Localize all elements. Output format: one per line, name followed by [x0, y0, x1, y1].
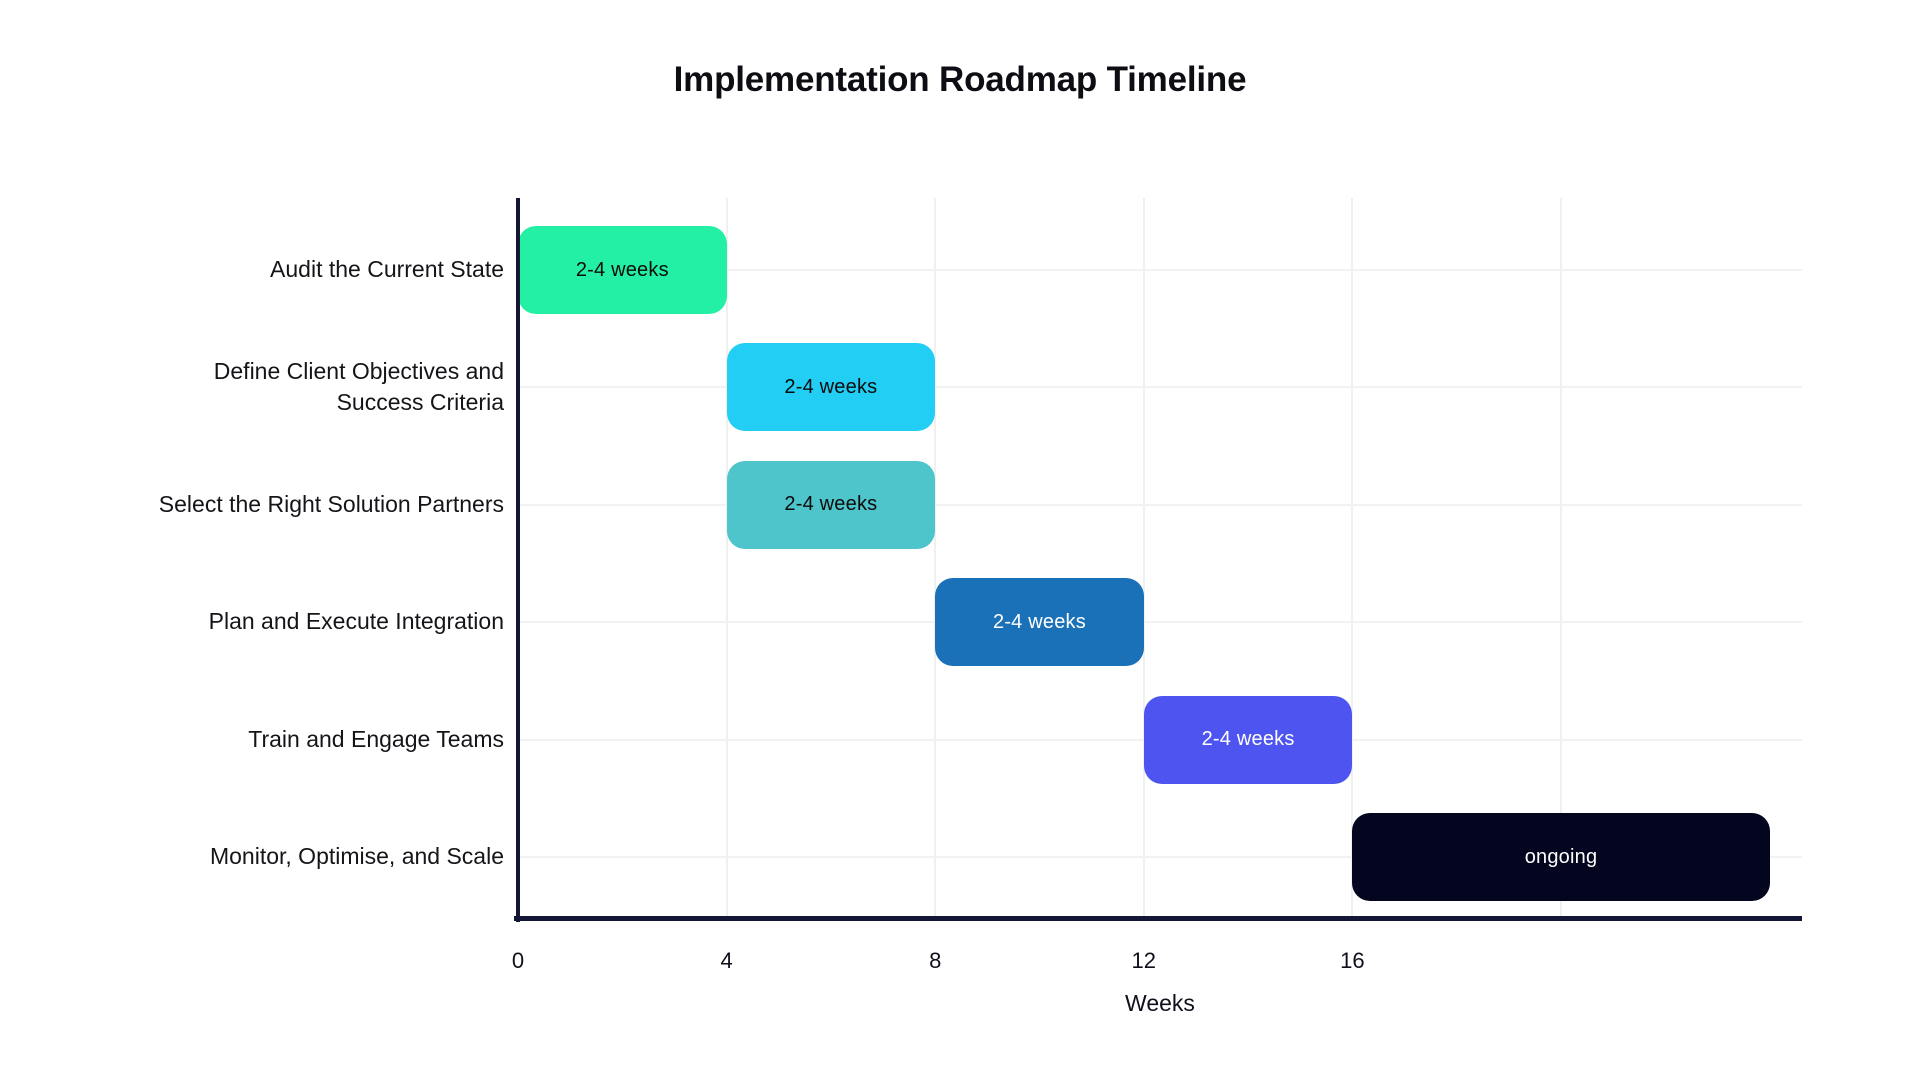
x-tick-label: 4: [720, 948, 733, 973]
x-tick-label: 0: [511, 948, 525, 973]
task-label: Monitor, Optimise, and Scale: [209, 843, 504, 870]
bar-duration-label: 2-4 weeks: [784, 493, 878, 516]
gridline-horizontal: [518, 621, 1802, 624]
bar-duration-label: 2-4 weeks: [993, 610, 1086, 633]
x-tick-label: 16: [1340, 948, 1365, 973]
bar-duration-label: 2-4 weeks: [575, 258, 669, 281]
gridline-vertical: [1142, 198, 1145, 918]
task-label: Audit the Current State: [270, 256, 504, 283]
gridline-vertical: [725, 198, 728, 918]
x-tick-label: 8: [929, 948, 942, 973]
gridline-vertical: [934, 198, 937, 918]
task-label: Select the Right Solution Partners: [158, 490, 504, 517]
task-bar: 2-4 weeks: [726, 343, 936, 432]
bar-duration-label: ongoing: [1524, 845, 1598, 868]
bar-duration-label: 2-4 weeks: [784, 375, 878, 398]
gridline-horizontal: [518, 856, 1802, 858]
task-label: Define Client Objectives and Success Cri…: [213, 357, 504, 416]
task-bar: 2-4 weeks: [935, 578, 1144, 667]
bar-duration-label: 2-4 weeks: [1201, 728, 1295, 751]
chart-title: Implementation Roadmap Timeline: [673, 60, 1247, 99]
gridline-vertical: [1351, 198, 1354, 918]
gridline-horizontal: [518, 269, 1802, 271]
gridline-vertical: [1560, 198, 1562, 918]
x-tick-label: 12: [1131, 948, 1157, 973]
gridline-horizontal: [518, 386, 1802, 389]
task-label: Plan and Execute Integration: [208, 608, 504, 635]
task-bar: 2-4 weeks: [1143, 695, 1353, 784]
task-bar: 2-4 weeks: [518, 226, 727, 314]
x-axis-title: Weeks: [1125, 990, 1195, 1016]
task-label: Train and Engage Teams: [248, 725, 504, 752]
task-bar: ongoing: [1352, 813, 1770, 901]
task-bar: 2-4 weeks: [726, 460, 936, 549]
y-axis-line: [516, 198, 520, 922]
gridline-horizontal: [518, 503, 1802, 506]
x-axis-line: [514, 916, 1802, 921]
